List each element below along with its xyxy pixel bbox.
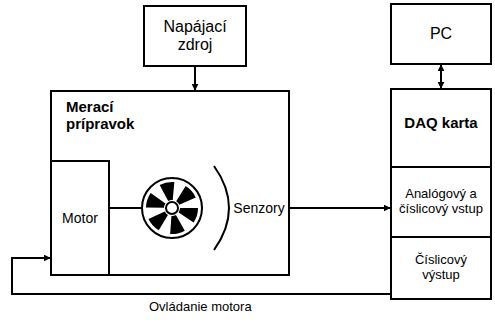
connector-arrow <box>194 67 196 90</box>
fan-rim <box>142 178 202 238</box>
sensor-arc <box>214 166 229 250</box>
fan-hub <box>166 202 178 214</box>
connector-arrow <box>12 258 390 294</box>
sensor-block: Senzory <box>230 188 288 228</box>
node-label: Motor <box>59 208 101 228</box>
node-label: Merací prípravok <box>52 92 176 133</box>
node-label: Napájací zdroj <box>145 16 245 57</box>
daq-card-box: DAQ kartaAnalógový a číslicový vstupČísl… <box>390 88 492 300</box>
node-label: Analógový a číslicový vstup <box>392 185 490 219</box>
power-supply-box: Napájací zdroj <box>143 5 247 67</box>
input-box: Analógový a číslicový vstup <box>390 166 492 238</box>
motor-box: Motor <box>50 160 110 276</box>
pc-box: PC <box>390 3 492 65</box>
fan-blades <box>155 191 189 225</box>
node-label: Senzory <box>230 198 287 218</box>
node-label: Číslicový výstup <box>392 251 490 285</box>
fixture-box: Merací prípravokMotor Senzory <box>50 90 290 276</box>
edge-label: Ovládanie motora <box>147 299 254 314</box>
node-label: DAQ karta <box>392 90 490 131</box>
connector-arrow <box>288 207 390 209</box>
output-box: Číslicový výstup <box>390 236 492 300</box>
node-label: PC <box>427 23 455 45</box>
connector-arrow <box>440 65 442 88</box>
motor-shaft <box>110 207 142 209</box>
